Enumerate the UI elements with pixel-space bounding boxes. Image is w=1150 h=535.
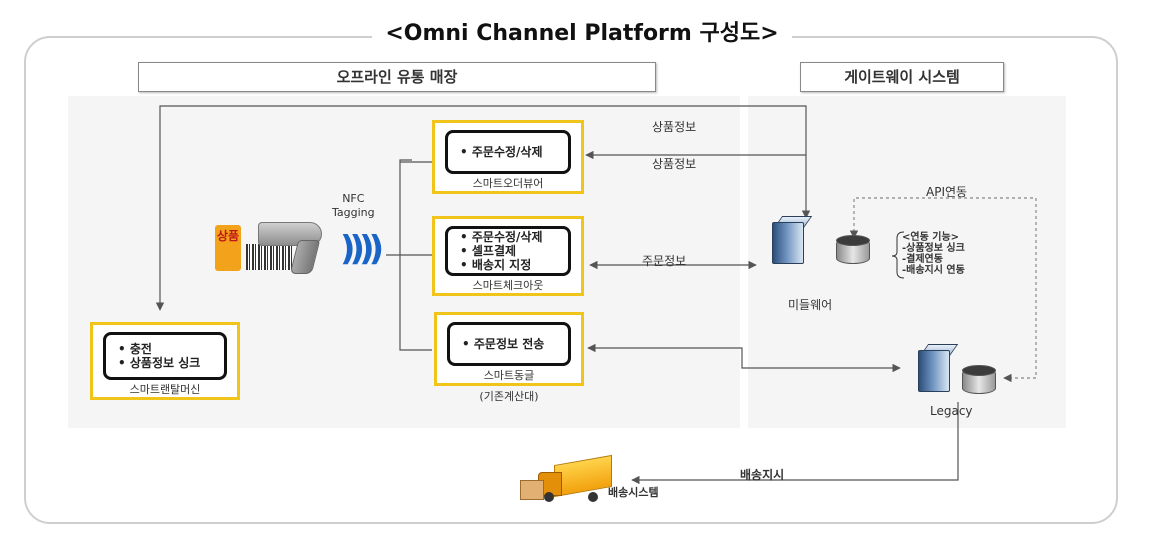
label-product-info-top: 상품정보	[652, 120, 697, 134]
link-pos-legacy	[587, 343, 901, 373]
label-delivery-instruction: 배송지시	[740, 468, 785, 482]
legacy-label: Legacy	[930, 404, 973, 418]
box-smart-order-viewer: • 주문수정/삭제 스마트오더뷰어	[432, 120, 584, 194]
box-sublabel: (기존계산대)	[479, 390, 539, 403]
label-api-link: API연동	[926, 185, 968, 199]
box-smart-rental-machine: • 충전 • 상품정보 싱크 스마트랜탈머신	[90, 322, 240, 400]
link-delivery	[631, 402, 959, 485]
nfc-bracket	[386, 159, 432, 351]
box-smart-checkout: • 주문수정/삭제 • 셀프결제 • 배송지 지정 스마트체크아웃	[432, 216, 584, 296]
delivery-system-label: 배송시스템	[608, 486, 659, 499]
box-inner: • 주문수정/삭제	[445, 130, 571, 174]
feature-item: • 주문수정/삭제	[460, 230, 543, 244]
feature-item: • 상품정보 싱크	[118, 356, 201, 370]
diagram-title: <Omni Channel Platform 구성도>	[372, 14, 792, 54]
label-order-info: 주문정보	[642, 254, 687, 268]
label-product-info: 상품정보	[652, 157, 697, 171]
box-inner: • 충전 • 상품정보 싱크	[103, 332, 227, 380]
feature-line: -배송지시 연동	[902, 265, 965, 276]
legacy-database-icon	[962, 365, 996, 394]
features-title: <연동 기능>	[902, 232, 960, 243]
link-api	[849, 197, 1037, 383]
box-label: 스마트체크아웃	[472, 279, 544, 292]
feature-item: • 주문정보 전송	[462, 337, 545, 351]
section-header-gateway: 게이트웨이 시스템	[800, 62, 1004, 92]
middleware-label: 미들웨어	[788, 298, 833, 312]
box-label: 스마트동글	[483, 369, 535, 382]
box-inner: • 주문수정/삭제 • 셀프결제 • 배송지 지정	[445, 226, 571, 276]
feature-line: -상품정보 싱크	[902, 243, 965, 254]
feature-item: • 주문수정/삭제	[460, 145, 543, 159]
box-inner: • 주문정보 전송	[447, 322, 571, 366]
nfc-signal-icon: ))))	[340, 229, 384, 269]
middleware-features: <연동 기능> -상품정보 싱크 -결제연동 -배송지시 연동	[902, 232, 965, 276]
section-header-offline: 오프라인 유통 매장	[138, 62, 656, 92]
link-product-info-top	[155, 105, 811, 311]
delivery-truck-icon	[518, 452, 622, 508]
feature-line: -결제연동	[902, 254, 943, 265]
box-label: 스마트랜탈머신	[129, 383, 201, 396]
barcode-icon	[246, 244, 292, 270]
box-label: 스마트오더뷰어	[472, 177, 544, 190]
middleware-database-icon	[836, 235, 870, 264]
feature-item: • 충전	[118, 342, 152, 356]
product-tag: 상품	[215, 225, 241, 271]
box-smart-dongle: • 주문정보 전송 스마트동글	[434, 312, 584, 386]
feature-item: • 배송지 지정	[460, 258, 532, 272]
label-nfc-tagging: NFC Tagging	[332, 192, 375, 219]
feature-item: • 셀프결제	[460, 244, 517, 258]
